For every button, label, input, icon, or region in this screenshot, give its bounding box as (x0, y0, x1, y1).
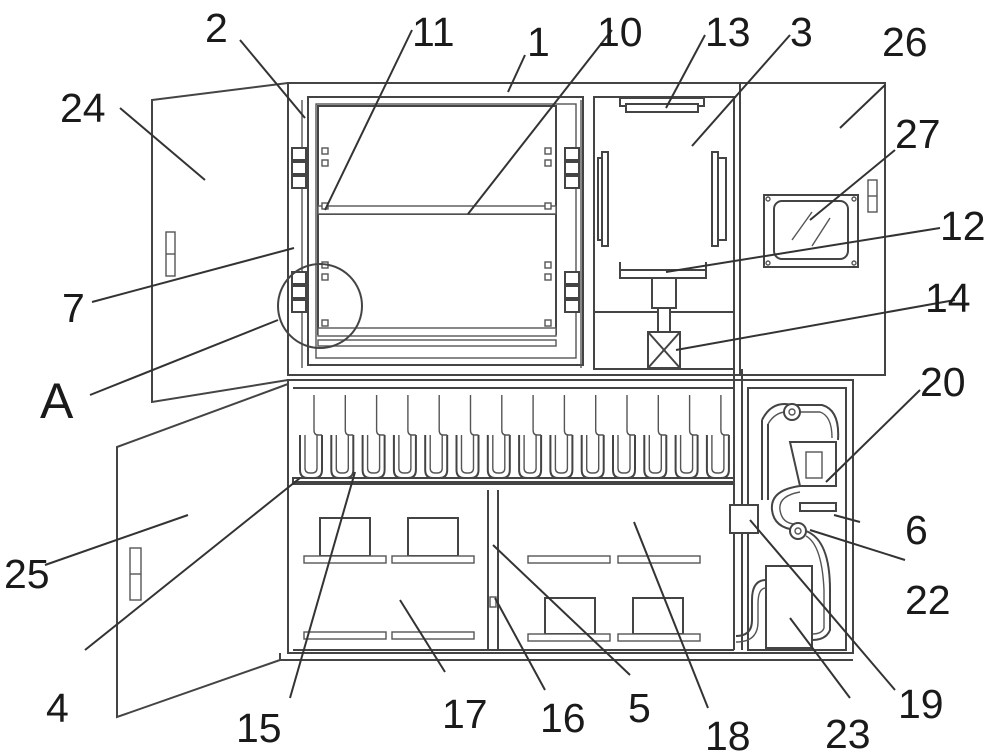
label-26: 26 (882, 19, 928, 65)
label-18: 18 (705, 713, 751, 755)
upper-rail (317, 205, 557, 215)
bottom-rail (317, 339, 557, 347)
u-tube (299, 435, 323, 479)
u-tube (424, 435, 449, 479)
lift-rod (651, 277, 677, 309)
u-tube-upper (438, 395, 448, 436)
label-24: 24 (60, 85, 106, 131)
valve-19 (729, 504, 759, 534)
u-tube-inner (492, 435, 506, 474)
u-tube-upper (469, 395, 479, 436)
lift-platform (619, 269, 707, 279)
label-13: 13 (705, 9, 751, 55)
u-tube-upper (657, 395, 667, 436)
label-14: 14 (925, 275, 971, 321)
label-19: 19 (898, 681, 944, 727)
label-6: 6 (905, 507, 928, 553)
u-tube (361, 435, 386, 479)
lower-compartments (292, 477, 735, 651)
u-tube (643, 435, 668, 479)
u-tube-upper (501, 395, 510, 436)
pump-system (729, 369, 847, 651)
label-3: 3 (790, 9, 813, 55)
u-tube (330, 435, 355, 479)
u-tube-upper (626, 395, 635, 436)
u-tube-inner (335, 435, 349, 474)
upper-drawer (317, 105, 557, 215)
u-tube-inner (586, 435, 600, 474)
u-tube-upper (344, 395, 354, 436)
u-tube-inner (460, 435, 475, 474)
label-12: 12 (940, 203, 986, 249)
u-tube-rack (293, 387, 734, 483)
detail-a-circle (277, 263, 363, 349)
u-tube (392, 435, 417, 479)
u-tube (705, 435, 730, 479)
label-7: 7 (62, 285, 85, 331)
u-tube-inner (398, 435, 412, 474)
label-27: 27 (895, 111, 941, 157)
lower-left-door (116, 383, 289, 719)
label-10: 10 (597, 9, 643, 55)
u-tube-upper (563, 395, 573, 436)
u-tube-upper (407, 395, 416, 436)
label-11: 11 (412, 9, 455, 55)
label-23: 23 (825, 711, 871, 755)
label-A: A (40, 373, 74, 429)
leader-lines (44, 29, 956, 709)
label-2: 2 (205, 5, 228, 51)
lower-drawer (317, 213, 557, 335)
u-tube-inner (617, 435, 631, 474)
u-tube-upper (532, 395, 542, 436)
reference-numbers: 2 11 1 10 13 3 26 27 12 14 20 6 22 24 7 … (4, 5, 986, 755)
upper-left-compartment (277, 96, 584, 368)
u-tube-inner (366, 435, 381, 474)
u-tube-inner (679, 435, 694, 474)
label-5: 5 (628, 685, 651, 731)
label-22: 22 (905, 577, 951, 623)
pump-upper (783, 403, 801, 421)
u-tube (486, 435, 511, 479)
u-tube-inner (304, 435, 318, 474)
u-tube-inner (648, 435, 662, 474)
label-25: 25 (4, 551, 50, 597)
u-tube-upper (595, 395, 604, 436)
label-1: 1 (527, 19, 550, 65)
upper-middle-compartment (593, 96, 735, 370)
label-15: 15 (236, 705, 282, 751)
u-tube-upper (720, 395, 729, 436)
label-4: 4 (46, 685, 69, 731)
u-tube-inner (429, 435, 443, 474)
divider-lock (489, 596, 497, 608)
pump-lower (789, 522, 807, 540)
u-tube (518, 435, 543, 479)
u-tube-inner (554, 435, 569, 474)
label-20: 20 (920, 359, 966, 405)
u-tube (674, 435, 699, 479)
tank-23 (765, 565, 813, 649)
u-tube-inner (711, 435, 725, 474)
label-16: 16 (540, 695, 586, 741)
u-tube (580, 435, 605, 479)
u-tube-inner (523, 435, 537, 474)
u-tube-upper (688, 395, 698, 436)
display-screen (773, 200, 849, 260)
u-tube (612, 435, 636, 479)
right-control-box (739, 82, 886, 376)
u-tube-upper (375, 395, 385, 436)
lower-rail (317, 327, 557, 337)
label-17: 17 (442, 691, 488, 737)
upper-left-door (151, 82, 289, 404)
u-tube (455, 435, 480, 479)
u-tube (549, 435, 574, 479)
u-tube-upper (313, 395, 322, 436)
